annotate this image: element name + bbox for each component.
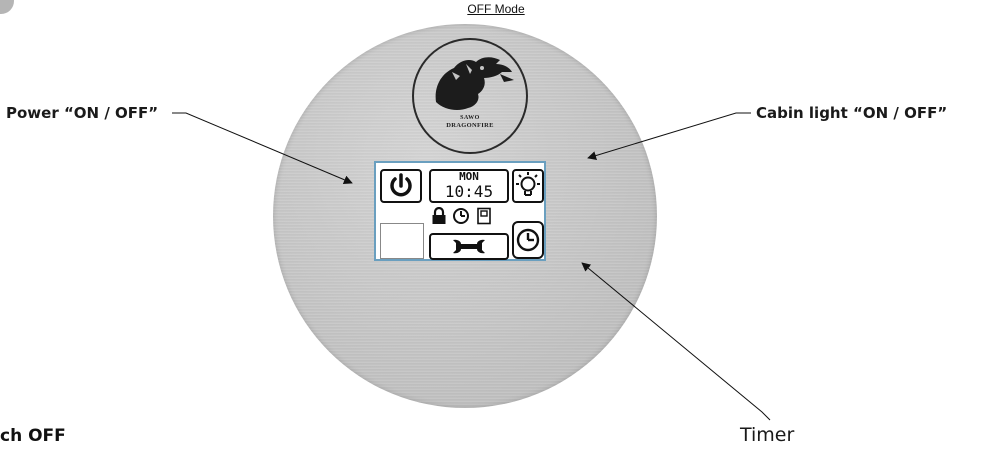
clock-icon (453, 208, 469, 224)
cabin-light-label: Cabin light “ON / OFF” (756, 104, 948, 122)
bulb-icon (516, 172, 540, 196)
power-arrow (172, 112, 353, 184)
power-icon (390, 173, 412, 197)
logo-line1: SAWO (460, 115, 480, 121)
settings-button[interactable] (429, 233, 509, 260)
cabin-light-arrow (587, 112, 751, 160)
clock-display[interactable]: MON 10:45 (429, 169, 509, 203)
door-icon (477, 207, 491, 225)
clock-time: 10:45 (444, 182, 494, 201)
wrench-icon (453, 239, 485, 254)
dragon-icon (435, 57, 514, 110)
lock-icon (432, 207, 446, 224)
logo-line2: DRAGONFIRE (446, 122, 494, 129)
mode-title: OFF Mode (467, 2, 525, 16)
section-heading: ch OFF (0, 426, 66, 446)
clock-day: MON (459, 170, 479, 183)
power-button[interactable] (380, 169, 422, 203)
touch-screen: MON 10:45 (374, 161, 546, 261)
timer-button[interactable] (512, 221, 544, 259)
timer-label: Timer (740, 424, 795, 446)
logo-emblem (412, 38, 528, 154)
timer-icon (516, 228, 540, 252)
cabin-light-button[interactable] (512, 169, 544, 203)
empty-slot (380, 223, 424, 259)
power-label: Power “ON / OFF” (6, 104, 159, 122)
timer-arrow (581, 262, 771, 421)
